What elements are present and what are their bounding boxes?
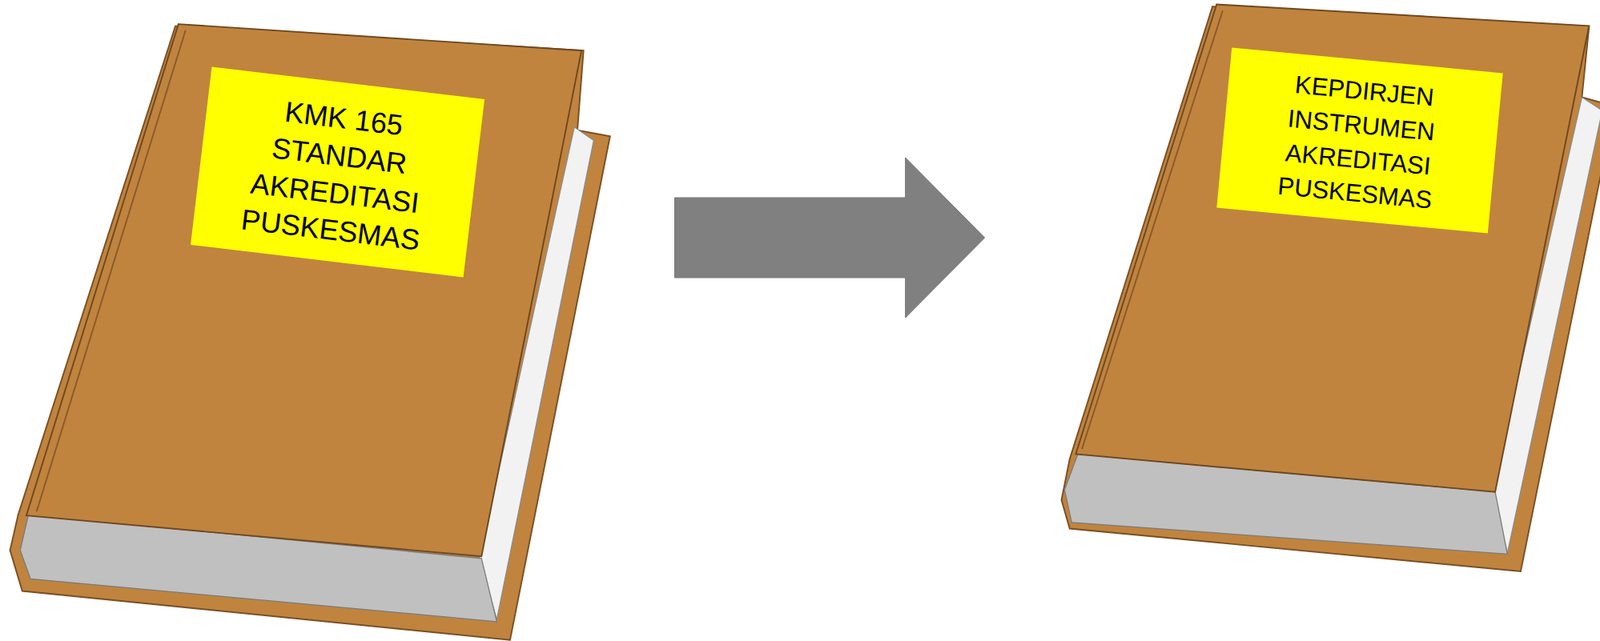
book-title: KEPDIRJEN INSTRUMEN AKREDITASI PUSKESMAS	[1257, 65, 1462, 221]
cover-label: KMK 165 STANDAR AKREDITASI PUSKESMAS	[190, 66, 485, 278]
front-cover	[1075, 4, 1589, 492]
front-cover	[26, 24, 582, 558]
book-node: KMK 165 STANDAR AKREDITASI PUSKESMAS	[8, 20, 612, 641]
spine-line	[1081, 10, 1223, 450]
spine-line	[36, 30, 186, 512]
book-title: KMK 165 STANDAR AKREDITASI PUSKESMAS	[224, 88, 451, 262]
book-node: KEPDIRJEN INSTRUMEN AKREDITASI PUSKESMAS	[1059, 2, 1600, 576]
cover-label: KEPDIRJEN INSTRUMEN AKREDITASI PUSKESMAS	[1216, 47, 1504, 234]
block-arrow	[675, 157, 985, 318]
